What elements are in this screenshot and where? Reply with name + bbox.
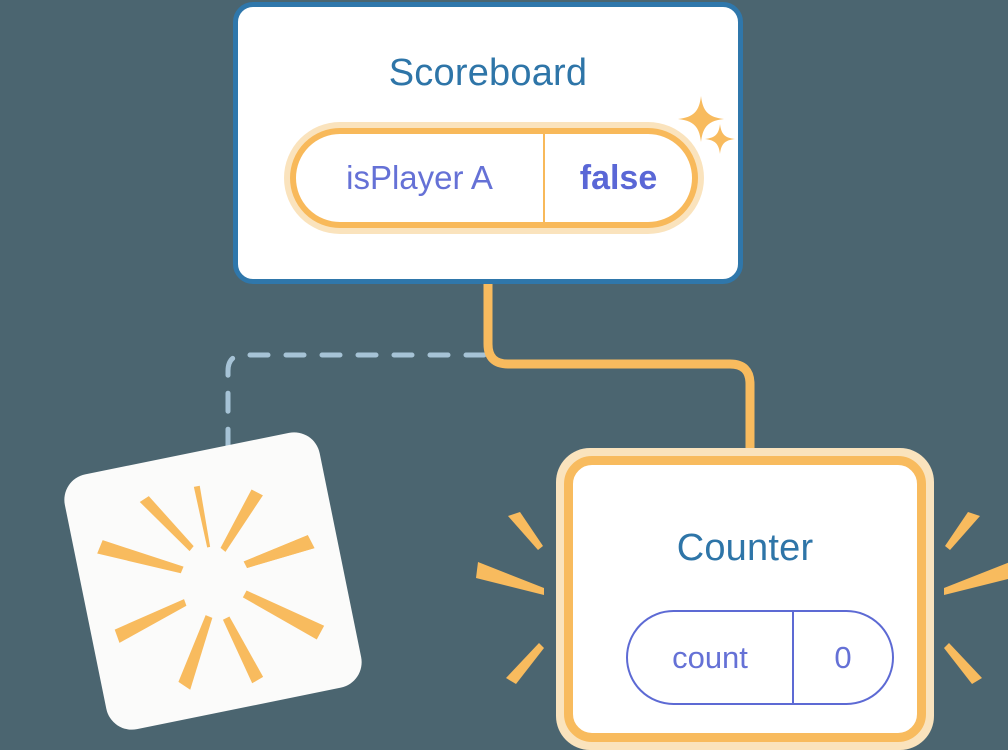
sunburst-icon xyxy=(97,485,325,690)
counter-card-inner: Counter count 0 xyxy=(564,456,926,742)
counter-card[interactable]: Counter count 0 xyxy=(556,448,934,750)
counter-rays-left xyxy=(476,512,544,684)
scoreboard-state-pill-inner: isPlayer A false xyxy=(290,128,698,228)
counter-rays-right xyxy=(944,512,1008,684)
connector-solid-scoreboard-to-counter xyxy=(483,284,755,460)
scoreboard-card[interactable]: Scoreboard isPlayer A false xyxy=(233,2,743,284)
sparkle-small-icon xyxy=(705,124,735,154)
scoreboard-state-pill[interactable]: isPlayer A false xyxy=(284,122,704,234)
counter-state-pill[interactable]: count 0 xyxy=(626,610,894,705)
counter-title: Counter xyxy=(676,527,814,569)
counter-state-value: 0 xyxy=(834,639,852,675)
sparkle-large-icon xyxy=(678,96,724,142)
burst-card[interactable] xyxy=(59,427,367,735)
scoreboard-title: Scoreboard xyxy=(388,52,588,94)
counter-state-key: count xyxy=(628,612,794,703)
scoreboard-state-key: isPlayer A xyxy=(296,134,545,222)
scoreboard-state-value: false xyxy=(579,158,658,197)
